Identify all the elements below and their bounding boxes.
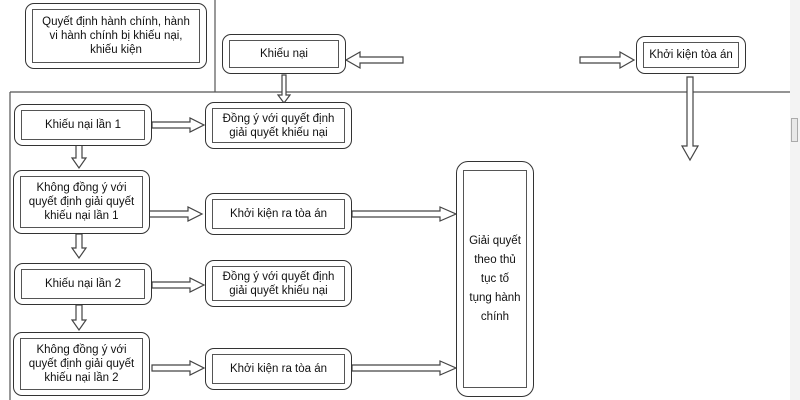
- node-agree-2-label: Đồng ý với quyết định giải quyết khiếu n…: [212, 266, 345, 301]
- arrow-law1-resolve: [351, 206, 458, 222]
- node-resolve: Giải quyết theo thủ tục tố tụng hành chí…: [456, 161, 534, 397]
- arrow-d1-law1: [147, 206, 204, 222]
- node-complaint-label: Khiếu nại: [229, 40, 339, 68]
- node-lawsuit-2: Khởi kiện ra tòa án: [205, 348, 352, 390]
- node-lawsuit-top-label: Khởi kiện tòa án: [643, 42, 739, 68]
- arrow-law2-resolve: [351, 360, 458, 376]
- arrow-into-lawsuit-top: [579, 50, 636, 70]
- node-lawsuit-top: Khởi kiện tòa án: [636, 36, 746, 74]
- node-agree-1: Đồng ý với quyết định giải quyết khiếu n…: [205, 102, 352, 149]
- node-disagree-2-label: Không đồng ý với quyết định giải quyết k…: [20, 338, 143, 390]
- node-complaint-1-label: Khiếu nại lần 1: [21, 110, 145, 140]
- node-complaint: Khiếu nại: [222, 34, 346, 74]
- node-decision-label: Quyết định hành chính, hành vi hành chín…: [32, 9, 200, 63]
- arrow-complaint-down: [276, 74, 292, 104]
- arrow-c1-d1: [70, 144, 88, 170]
- arrow-c1-agree1: [151, 117, 206, 133]
- node-decision: Quyết định hành chính, hành vi hành chín…: [25, 3, 207, 69]
- arrow-lawsuit-top-down: [680, 76, 700, 162]
- node-disagree-1-label: Không đồng ý với quyết định giải quyết k…: [20, 176, 143, 228]
- node-lawsuit-1: Khởi kiện ra tòa án: [205, 193, 352, 235]
- node-agree-1-label: Đồng ý với quyết định giải quyết khiếu n…: [212, 108, 345, 143]
- node-resolve-label: Giải quyết theo thủ tục tố tụng hành chí…: [463, 170, 527, 388]
- node-lawsuit-2-label: Khởi kiện ra tòa án: [212, 354, 345, 384]
- scrollbar-thumb[interactable]: [791, 118, 798, 142]
- node-disagree-1: Không đồng ý với quyết định giải quyết k…: [13, 170, 150, 234]
- node-agree-2: Đồng ý với quyết định giải quyết khiếu n…: [205, 260, 352, 307]
- arrow-into-complaint: [344, 50, 404, 70]
- vertical-scrollbar[interactable]: [790, 0, 800, 400]
- arrow-d2-law2: [151, 360, 206, 376]
- arrow-c2-agree2: [151, 277, 206, 293]
- arrow-d1-c2: [70, 233, 88, 260]
- node-complaint-2-label: Khiếu nại lần 2: [21, 269, 145, 299]
- node-complaint-1: Khiếu nại lần 1: [14, 104, 152, 146]
- arrow-c2-d2: [70, 304, 88, 332]
- node-disagree-2: Không đồng ý với quyết định giải quyết k…: [13, 332, 150, 396]
- node-complaint-2: Khiếu nại lần 2: [14, 263, 152, 305]
- node-lawsuit-1-label: Khởi kiện ra tòa án: [212, 199, 345, 229]
